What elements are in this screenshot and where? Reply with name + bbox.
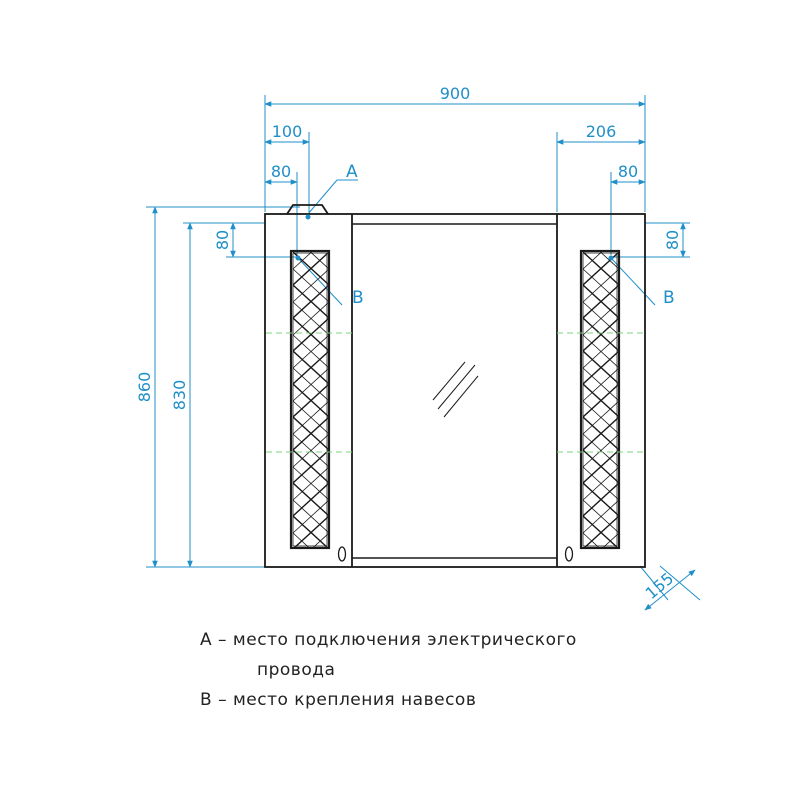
right-lattice [583,252,618,547]
dim-width-total: 900 [440,84,471,103]
cabinet [264,204,646,568]
callout-a: A [346,162,358,182]
left-handle [337,546,347,562]
dimension-lines [146,95,701,611]
legend-a-line1: A – место подключения электрического [200,630,577,650]
cabinet-outline [264,213,646,568]
dim-height-total: 860 [135,372,154,403]
socket-box [286,204,329,215]
mounting-points [295,214,614,261]
callout-labels: A B B [346,162,675,308]
right-handle [564,546,574,562]
callout-b-right: B [663,288,675,308]
dimension-labels: 900 100 80 206 80 860 830 80 80 155 [135,84,682,603]
mirror [351,223,558,559]
dim-left-offset: 100 [272,122,303,141]
point-a [305,214,311,220]
left-lattice-frame [289,249,331,550]
dim-right-hole: 80 [618,162,638,181]
mirror-reflection [432,361,479,418]
legend-a-line2: провода [257,660,336,680]
dim-right-vertical-hole: 80 [663,230,682,250]
right-lattice-frame [579,249,621,550]
dim-right-offset: 206 [586,122,617,141]
dim-height-inner: 830 [170,380,189,411]
dim-left-vertical-hole: 80 [213,230,232,250]
shelf-lines [266,332,644,453]
dim-left-hole: 80 [271,162,291,181]
point-b-right [608,255,614,261]
left-lattice [293,252,328,547]
legend-b-line: B – место крепления навесов [200,690,477,710]
point-b-left [295,255,301,261]
callout-b-left: B [352,288,364,308]
